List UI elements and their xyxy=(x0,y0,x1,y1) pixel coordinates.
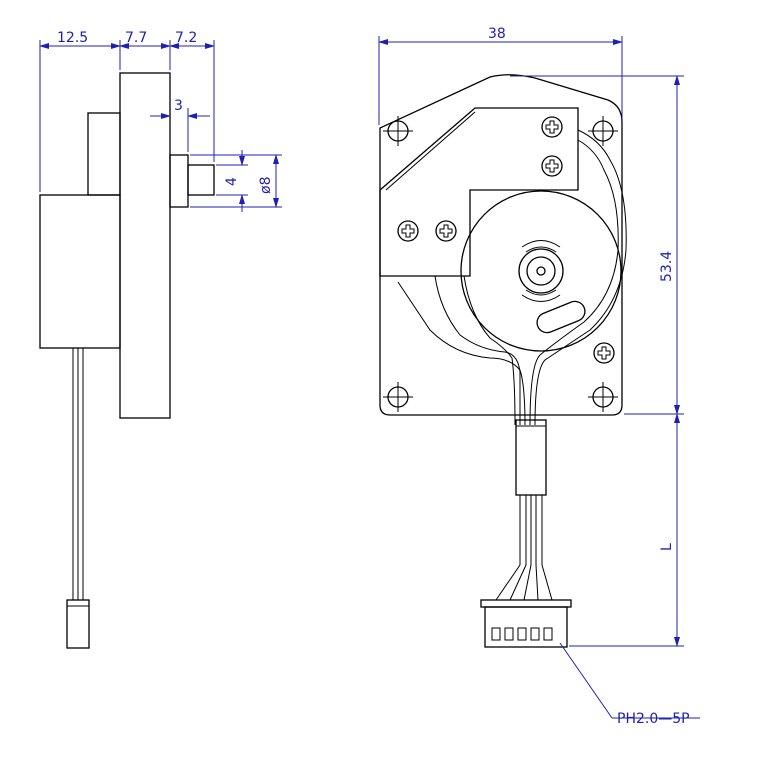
fan-wire-5 xyxy=(541,564,553,601)
connector-callout-label: PH2.0—5P xyxy=(617,711,690,727)
gear-cover-edge xyxy=(385,111,476,191)
dim-label-height: 53.4 xyxy=(659,251,675,282)
front-wire-left-3 xyxy=(463,275,516,426)
dim-label-shaft-dia: 4 xyxy=(224,177,240,186)
screw-lower-right xyxy=(593,342,615,364)
motor-arc-top-inner xyxy=(525,246,557,253)
front-wire-left-2 xyxy=(434,275,521,425)
side-dimensions: 12.5 7.7 7.2 3 4 ø8 xyxy=(39,30,282,212)
motor-shaft-center xyxy=(536,266,546,276)
screw-upper-2 xyxy=(541,155,563,177)
front-gear-cover xyxy=(379,107,579,277)
dim-label-plate-thickness: 7.7 xyxy=(125,30,147,46)
screw-left-1 xyxy=(397,220,419,242)
motor-arc-bottom xyxy=(521,294,561,302)
motor-slot xyxy=(536,300,586,334)
screw-left-2 xyxy=(435,220,457,242)
fan-wire-2 xyxy=(509,564,527,601)
wire-sleeve xyxy=(515,419,547,496)
dim-label-body-depth: 12.5 xyxy=(57,30,88,46)
front-wire-right-2 xyxy=(529,139,619,426)
connector-pin-3 xyxy=(517,627,527,641)
connector-pin-1 xyxy=(491,627,501,641)
side-motor-body xyxy=(39,194,121,349)
front-view xyxy=(379,74,627,648)
side-shaft-boss xyxy=(169,154,189,208)
dim-label-boss-dia: ø8 xyxy=(258,177,274,194)
connector-leader-line xyxy=(559,642,613,719)
side-mounting-plate xyxy=(119,72,171,419)
connector-body xyxy=(484,606,568,648)
fan-wire-4 xyxy=(535,564,539,601)
mount-hole-top-left xyxy=(383,116,413,146)
fan-wire-3 xyxy=(523,564,532,601)
front-wire-left-1 xyxy=(397,281,526,426)
dim-label-length: L xyxy=(659,543,675,551)
dim-label-shaft-length: 7.2 xyxy=(175,30,197,46)
motor-can xyxy=(460,190,622,352)
side-output-shaft xyxy=(187,164,215,196)
mount-hole-bottom-right xyxy=(588,382,618,412)
front-dimensions: 38 53.4 L PH2.0—5P xyxy=(378,26,700,727)
connector-lip xyxy=(480,599,572,608)
motor-arc-bottom-inner xyxy=(525,289,557,296)
mount-hole-top-right xyxy=(588,116,618,146)
motor-bearing-boss xyxy=(518,248,564,294)
motor-bearing-ring xyxy=(526,256,556,286)
connector-pin-5 xyxy=(543,627,553,641)
connector-pin-2 xyxy=(504,627,514,641)
dim-label-step: 3 xyxy=(174,98,183,114)
front-mounting-plate xyxy=(379,74,623,416)
connector-pin-4 xyxy=(530,627,540,641)
side-view xyxy=(39,72,215,649)
front-wire-right-1 xyxy=(534,129,627,426)
fan-wire-1 xyxy=(495,564,521,601)
side-gear-housing xyxy=(87,112,121,196)
mount-hole-bottom-left xyxy=(383,382,413,412)
dim-label-width: 38 xyxy=(488,26,506,42)
side-connector xyxy=(66,599,90,649)
motor-arc-top xyxy=(521,240,561,248)
screw-upper-1 xyxy=(541,116,563,138)
